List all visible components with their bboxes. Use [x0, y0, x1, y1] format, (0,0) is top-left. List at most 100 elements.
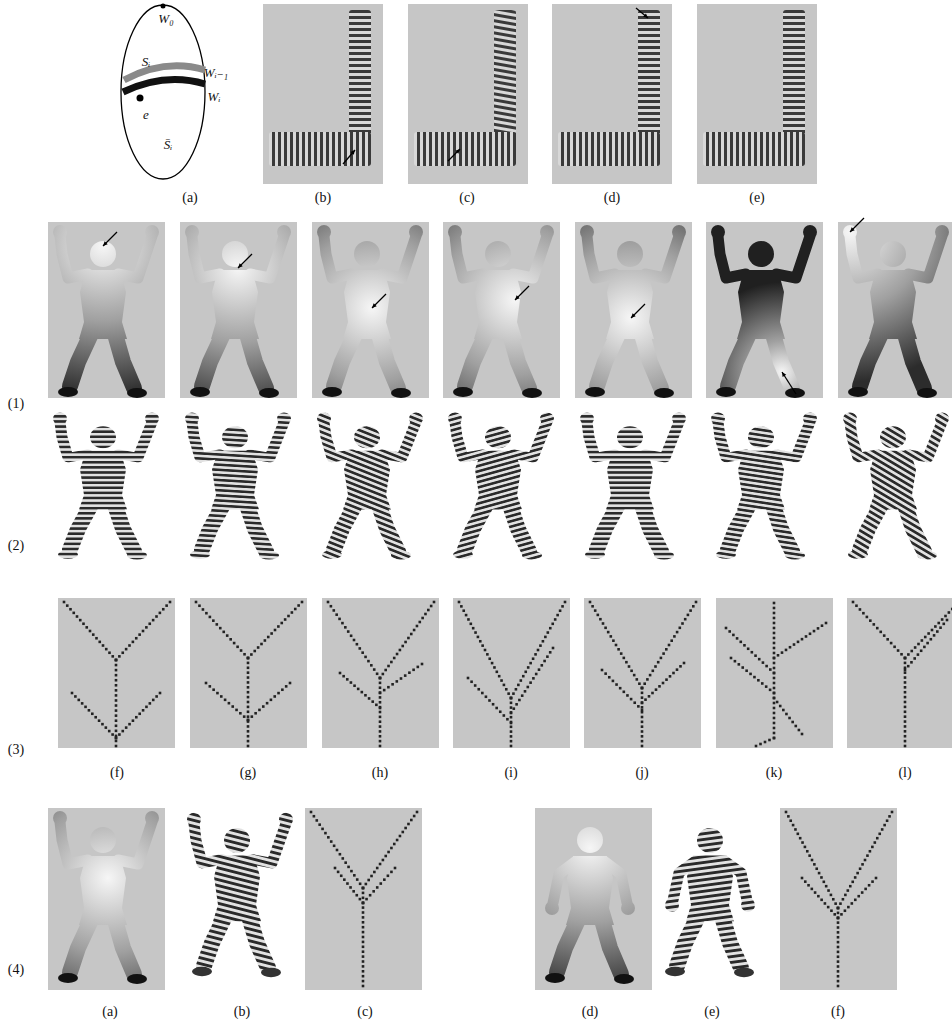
- pointer-arrow: [372, 294, 386, 308]
- skeleton-point: [333, 844, 336, 847]
- skeleton-point: [684, 618, 687, 621]
- skeleton-point: [683, 662, 686, 665]
- skeleton-point: [866, 854, 869, 857]
- skeleton-point: [481, 692, 484, 695]
- skeleton-point: [418, 621, 421, 624]
- skeleton-point: [273, 695, 276, 698]
- skeleton-point: [839, 902, 842, 905]
- skeleton-point: [527, 666, 530, 669]
- skeleton-point: [773, 682, 776, 685]
- skeleton-point: [823, 881, 826, 884]
- skeleton-point: [941, 618, 944, 621]
- panel-ground: [706, 410, 823, 560]
- skeleton-point: [801, 841, 804, 844]
- pointer-arrow: [448, 149, 460, 161]
- skeleton-point: [460, 605, 463, 608]
- arm: [252, 823, 286, 863]
- skeleton-point: [773, 652, 776, 655]
- skeleton-point: [641, 740, 644, 743]
- foot: [127, 974, 147, 984]
- skeleton-point: [384, 855, 387, 858]
- skeleton-point: [247, 666, 250, 669]
- skeleton-point: [498, 675, 501, 678]
- skeleton-point: [209, 685, 212, 688]
- hand: [545, 901, 559, 915]
- skeleton-point: [277, 625, 280, 628]
- skeleton-point: [813, 863, 816, 866]
- skeleton-point: [396, 653, 399, 656]
- skeleton-point: [492, 703, 495, 706]
- skeleton-point: [410, 633, 413, 636]
- leg: [642, 505, 661, 551]
- skeleton-point: [510, 716, 513, 719]
- skeleton-point: [788, 717, 791, 720]
- arrow-head: [455, 149, 460, 154]
- skeleton-point: [837, 946, 840, 949]
- skeleton-point: [121, 651, 124, 654]
- skeleton-point: [615, 644, 618, 647]
- skeleton-point: [861, 863, 864, 866]
- skeleton-point: [676, 668, 679, 671]
- skeleton-point: [387, 686, 390, 689]
- skeleton-point: [115, 737, 118, 740]
- skeleton-point: [344, 861, 347, 864]
- human-silhouette: [317, 225, 423, 398]
- skeleton-point: [470, 680, 473, 683]
- skeleton-point: [520, 679, 523, 682]
- leg: [677, 916, 698, 965]
- l-shape-panel: [263, 4, 383, 184]
- symbol-label: Sᵢ: [142, 55, 151, 69]
- skeleton-point: [773, 732, 776, 735]
- hand: [53, 811, 67, 825]
- skeleton-point: [121, 730, 124, 733]
- skeleton-point: [815, 867, 818, 870]
- skeleton-point: [875, 877, 878, 880]
- leg: [202, 334, 223, 386]
- human-silhouette: [448, 225, 554, 398]
- skeleton-point: [138, 712, 141, 715]
- skeleton-point: [357, 688, 360, 691]
- skeleton-point: [346, 882, 349, 885]
- region-sketch: [121, 4, 205, 180]
- skeleton-point: [332, 609, 335, 612]
- skeleton-point: [602, 622, 605, 625]
- skeleton-point: [837, 980, 840, 983]
- panel-label: (4): [8, 962, 24, 977]
- skeleton-point: [339, 672, 342, 675]
- head: [224, 828, 250, 853]
- hand: [935, 225, 949, 239]
- skeleton-point: [118, 655, 121, 658]
- arm: [850, 236, 878, 278]
- arm: [908, 236, 942, 278]
- skeleton-point: [427, 609, 430, 612]
- skeleton-point: [77, 699, 80, 702]
- skeleton-point: [736, 637, 739, 640]
- skeleton-point: [202, 608, 205, 611]
- skeleton-point: [247, 730, 250, 733]
- arm: [250, 422, 284, 458]
- skeleton-point: [773, 657, 776, 660]
- skeleton-point: [820, 899, 823, 902]
- skeleton-panel: [58, 598, 175, 748]
- panel-label: (c): [459, 190, 475, 205]
- skeleton-point: [747, 647, 750, 650]
- skeleton-point: [367, 879, 370, 882]
- skeleton-point: [407, 823, 410, 826]
- skeleton-point: [236, 646, 239, 649]
- skeleton-point: [879, 631, 882, 634]
- skeleton-point: [470, 623, 473, 626]
- arm: [725, 861, 747, 900]
- skeleton-point: [641, 725, 644, 728]
- skeleton-point: [379, 882, 382, 885]
- arm: [587, 422, 615, 458]
- skeleton-point: [876, 627, 879, 630]
- skeleton-point: [758, 658, 761, 661]
- skeleton-point: [591, 605, 594, 608]
- skeleton-point: [913, 657, 916, 660]
- skeleton-point: [284, 618, 287, 621]
- panel-ground: [408, 4, 528, 184]
- skeleton-point: [866, 616, 869, 619]
- leg: [379, 505, 398, 551]
- skeleton-point: [205, 682, 208, 685]
- skeleton-point: [362, 892, 365, 895]
